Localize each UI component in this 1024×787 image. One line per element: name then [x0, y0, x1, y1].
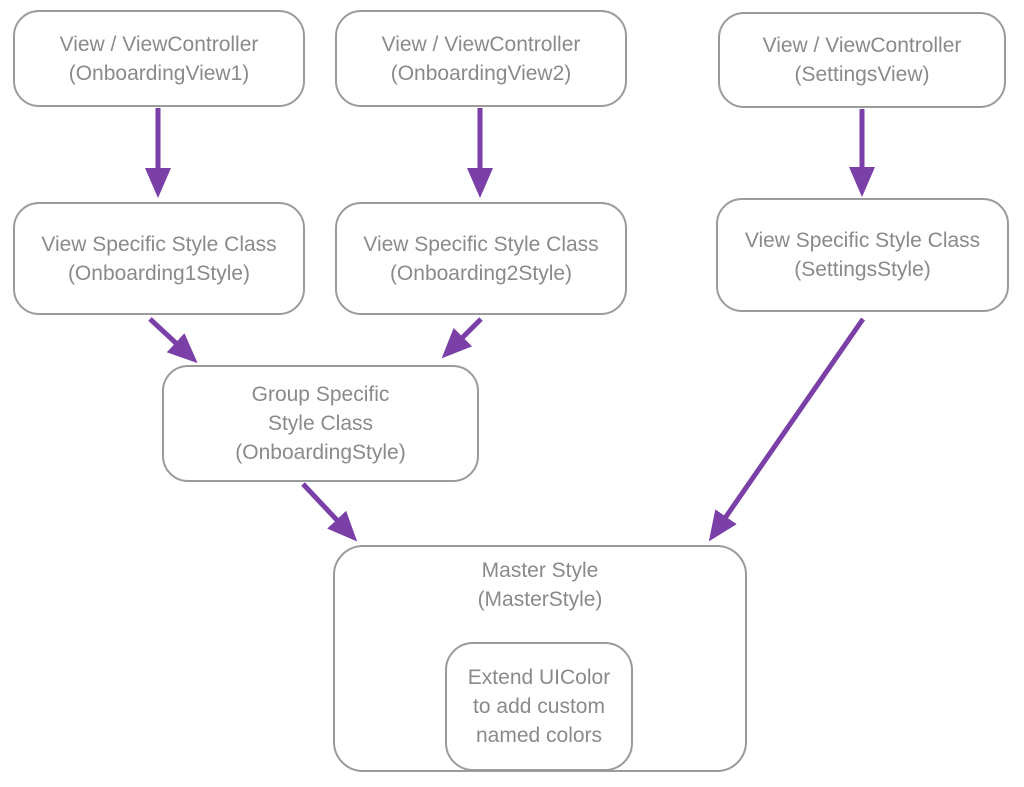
- node-extend-uicolor: Extend UIColor to add custom named color…: [445, 642, 633, 771]
- node-onboarding1-style: View Specific Style Class (Onboarding1St…: [13, 202, 305, 315]
- arrow-onboarding1style-to-groupstyle: [148, 317, 198, 364]
- node-group-style: Group Specific Style Class (OnboardingSt…: [162, 365, 479, 482]
- node-settings-view: View / ViewController (SettingsView): [718, 12, 1006, 108]
- node-onboarding-view1: View / ViewController (OnboardingView1): [13, 10, 305, 107]
- node-onboarding-view2: View / ViewController (OnboardingView2): [335, 10, 627, 107]
- node-settings-style: View Specific Style Class (SettingsStyle…: [716, 198, 1009, 312]
- arrow-groupstyle-to-masterstyle: [301, 482, 358, 542]
- node-onboarding2-style: View Specific Style Class (Onboarding2St…: [335, 202, 627, 315]
- arrow-onboarding2style-to-groupstyle: [441, 317, 483, 359]
- arrow-settingsstyle-to-masterstyle: [708, 317, 866, 542]
